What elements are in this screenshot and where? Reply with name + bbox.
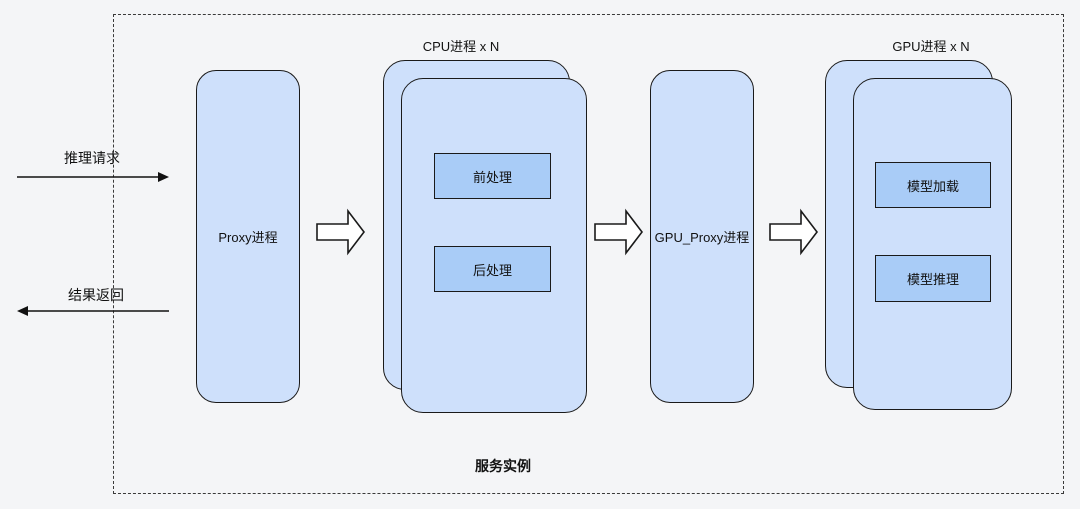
preprocess-box: 前处理: [434, 153, 551, 199]
gpu-proxy-process-label: GPU_Proxy进程: [654, 230, 750, 245]
proxy-process-label: Proxy进程: [218, 230, 278, 245]
flow-block-arrow-icon: [594, 208, 644, 256]
result-return-arrow-icon: [17, 306, 169, 316]
model-load-label: 模型加载: [906, 178, 959, 194]
model-inference-box: 模型推理: [875, 255, 991, 302]
preprocess-label: 前处理: [472, 169, 512, 185]
service-instance-label: 服务实例: [475, 458, 531, 474]
result-return-label: 结果返回: [68, 287, 124, 303]
proxy-process-node: Proxy进程: [196, 70, 300, 403]
cpu-process-node: [401, 78, 587, 413]
postprocess-box: 后处理: [434, 246, 551, 292]
postprocess-label: 后处理: [472, 262, 512, 278]
flow-block-arrow-icon: [769, 208, 819, 256]
model-load-box: 模型加载: [875, 162, 991, 208]
inference-request-label: 推理请求: [64, 150, 120, 166]
inference-request-arrow-icon: [17, 172, 169, 182]
service-instance-boundary: [113, 14, 1064, 494]
flow-block-arrow-icon: [316, 208, 366, 256]
cpu-group-title: CPU进程 x N: [422, 39, 500, 54]
gpu-proxy-process-node: GPU_Proxy进程: [650, 70, 754, 403]
model-inference-label: 模型推理: [906, 272, 959, 287]
gpu-group-title: GPU进程 x N: [892, 39, 970, 54]
gpu-process-node: [853, 78, 1012, 410]
